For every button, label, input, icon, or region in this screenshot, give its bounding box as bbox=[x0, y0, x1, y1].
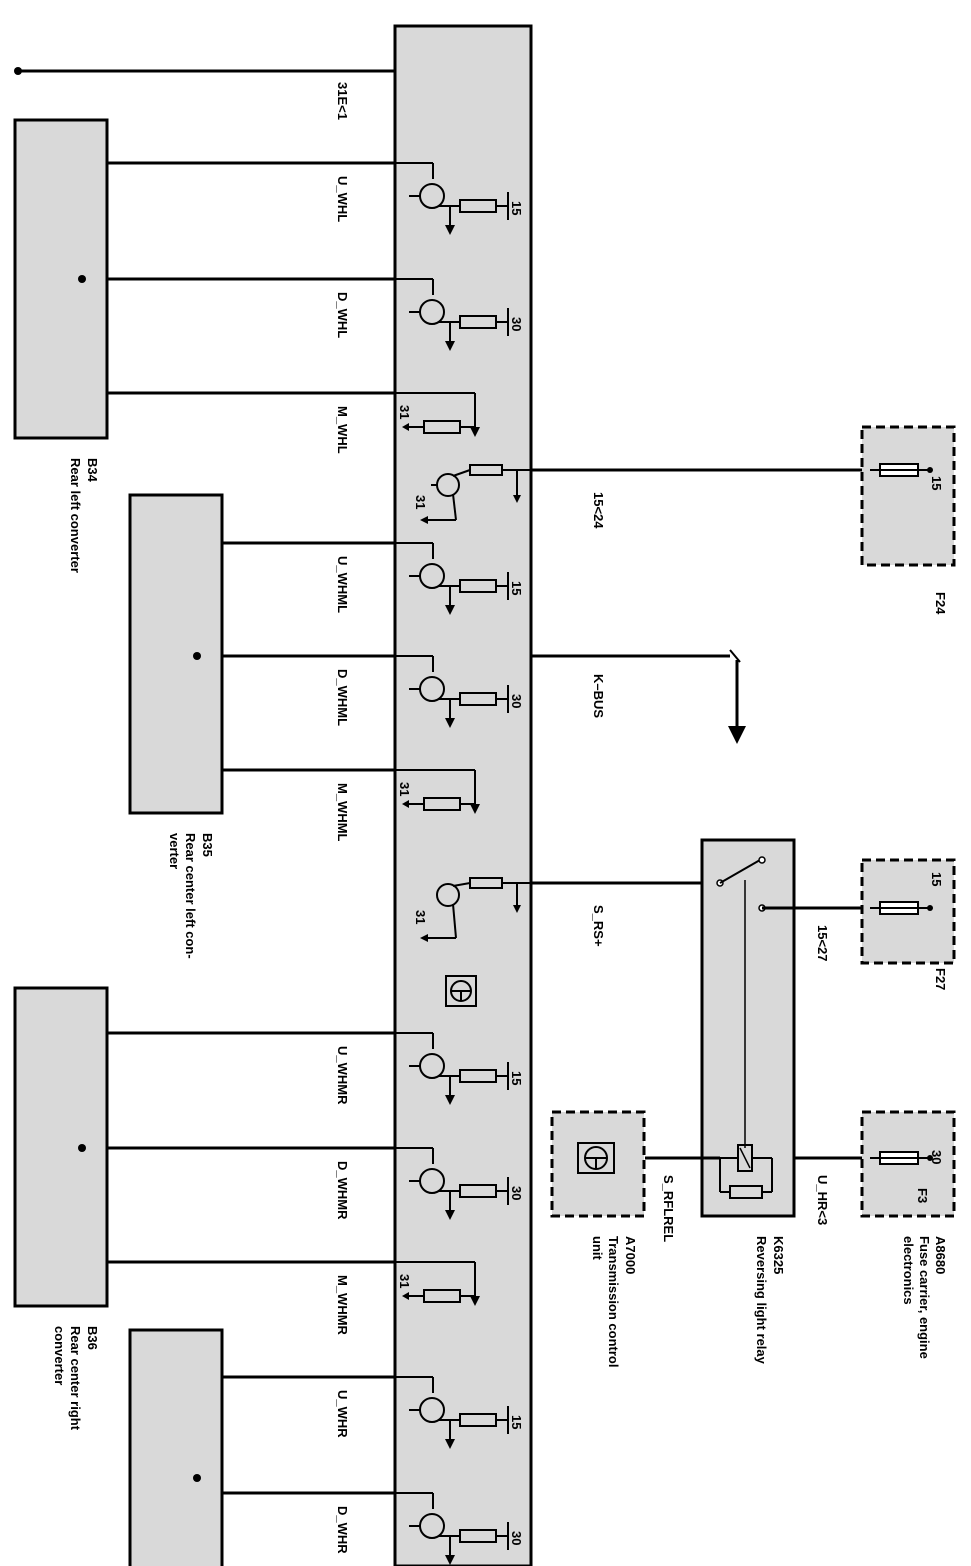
fuse-f27-pin: 15 bbox=[929, 872, 944, 886]
k-bus-arrow-icon bbox=[728, 726, 746, 744]
k-bus-wire: K–BUS bbox=[531, 649, 746, 744]
signal-label: U_WHMR bbox=[335, 1046, 350, 1105]
signal-label: D_WHML bbox=[335, 669, 350, 726]
converter-b37-partial bbox=[128, 1328, 224, 1566]
signal-d-whmr: D_WHMR 30 bbox=[107, 1146, 524, 1220]
wire-s-rflrel: S_RFLREL bbox=[645, 1156, 720, 1242]
signal-pin: 31 bbox=[397, 1274, 412, 1288]
signal-m-whmr: M_WHMR 31 bbox=[107, 1260, 480, 1336]
signal-label: D_WHR bbox=[335, 1506, 350, 1554]
signal-d-whr: D_WHR 30 bbox=[222, 1491, 524, 1565]
signal-d-whl: D_WHL 30 bbox=[107, 277, 524, 351]
signal-label: M_WHL bbox=[335, 406, 350, 454]
signal-label: D_WHL bbox=[335, 292, 350, 338]
fuse-carrier-name-1: Fuse carrier, engine bbox=[917, 1236, 932, 1359]
signal-label: M_WHML bbox=[335, 783, 350, 842]
signal-label: D_WHMR bbox=[335, 1161, 350, 1220]
fuse-f27: 15 F27 bbox=[860, 858, 956, 990]
converter-b35-name-2: verter bbox=[167, 833, 182, 869]
fuse-f27-id: F27 bbox=[933, 968, 948, 990]
wire-15-27: 15<27 bbox=[815, 925, 830, 962]
converter-b35: B35 Rear center left con- verter bbox=[128, 493, 224, 959]
signal-pin: 31 bbox=[397, 782, 412, 796]
signal-u-whl: U_WHL 15 bbox=[107, 161, 524, 235]
signal-m-whl: M_WHL 31 bbox=[107, 391, 480, 454]
converter-b35-id: B35 bbox=[200, 833, 215, 857]
fuse-carrier-name-2: electronics bbox=[901, 1236, 916, 1305]
signal-pin: 15 bbox=[509, 1415, 524, 1429]
tcu-name-2: unit bbox=[590, 1236, 605, 1260]
signal-pin: 30 bbox=[509, 1186, 524, 1200]
converter-b36: B36 Rear center right converter bbox=[13, 986, 109, 1431]
wire-15-24-label: 15<24 bbox=[591, 492, 606, 529]
signal-pin: 15 bbox=[509, 201, 524, 215]
fuse-f3: 30 F3 A8680 Fuse carrier, engine electro… bbox=[860, 1110, 956, 1359]
converter-b34-id: B34 bbox=[85, 458, 100, 483]
converter-b36-name-2: converter bbox=[52, 1326, 67, 1385]
wire-u-hr-label: U_HR<3 bbox=[815, 1175, 830, 1225]
signal-pin: 31 bbox=[397, 405, 412, 419]
ground-wire-label: 31E<1 bbox=[335, 82, 350, 120]
relay-id: K6325 bbox=[771, 1236, 786, 1274]
fuse-carrier-id: A8680 bbox=[933, 1236, 948, 1274]
signal-pin: 30 bbox=[509, 694, 524, 708]
signal-pin: 30 bbox=[509, 1531, 524, 1545]
signal-label: U_WHML bbox=[335, 556, 350, 613]
wire-s-rs-label: S_RS+ bbox=[591, 905, 606, 947]
signal-u-whml: U_WHML 15 bbox=[222, 541, 524, 615]
signal-label: U_WHL bbox=[335, 176, 350, 222]
wire-15-24: 15<24 bbox=[531, 468, 890, 529]
fuse-f24-pin: 15 bbox=[929, 476, 944, 490]
relay-k6325: K6325 Reversing light relay bbox=[700, 838, 870, 1365]
fuse-f24-id: F24 bbox=[933, 592, 948, 615]
ground-wire: 31E<1 bbox=[14, 67, 395, 120]
signal-m-whml: M_WHML 31 bbox=[222, 768, 480, 842]
signal-u-whr: U_WHR 15 bbox=[222, 1375, 524, 1449]
wire-15-27-label: 15<27 bbox=[815, 925, 830, 962]
aux-transistor-1: 31 bbox=[413, 464, 531, 524]
k-bus-label: K–BUS bbox=[591, 674, 606, 718]
wire-s-rflrel-label: S_RFLREL bbox=[661, 1175, 676, 1242]
fuse-f3-id: F3 bbox=[915, 1188, 930, 1203]
signal-label: M_WHMR bbox=[335, 1275, 350, 1336]
signal-d-whml: D_WHML 30 bbox=[222, 654, 524, 728]
fuse-f3-pin: 30 bbox=[929, 1150, 944, 1164]
converter-b34: B34 Rear left converter bbox=[13, 118, 109, 573]
signal-pin: 15 bbox=[509, 1071, 524, 1085]
signal-u-whmr: U_WHMR 15 bbox=[107, 1031, 524, 1105]
module-tcu-icon bbox=[445, 975, 477, 1007]
fuse-f24: 15 F24 bbox=[860, 425, 956, 615]
aux-transistor-2: 31 bbox=[413, 877, 531, 942]
tcu-id: A7000 bbox=[623, 1236, 638, 1274]
converter-b34-name: Rear left converter bbox=[68, 458, 83, 573]
converter-b35-name-1: Rear center left con- bbox=[183, 833, 198, 959]
tcu-name-1: Transmission control bbox=[606, 1236, 621, 1367]
relay-name: Reversing light relay bbox=[754, 1236, 769, 1365]
aux-transistor-2-pin: 31 bbox=[413, 910, 428, 924]
signal-pin: 15 bbox=[509, 581, 524, 595]
converter-b36-name-1: Rear center right bbox=[68, 1326, 83, 1431]
wire-s-rs: S_RS+ bbox=[531, 881, 720, 947]
main-module bbox=[393, 24, 533, 1566]
converter-b36-id: B36 bbox=[85, 1326, 100, 1350]
aux-transistor-1-pin: 31 bbox=[413, 495, 428, 509]
signal-pin: 30 bbox=[509, 317, 524, 331]
signal-label: U_WHR bbox=[335, 1390, 350, 1438]
tcu-a7000: A7000 Transmission control unit bbox=[550, 1110, 646, 1367]
